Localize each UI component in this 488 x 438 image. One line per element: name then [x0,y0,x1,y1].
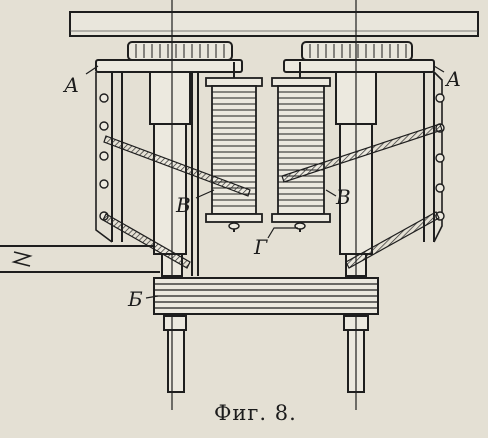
right-knob [301,41,413,61]
label-left-coil: В [175,193,191,217]
label-right-coil: В [335,185,351,209]
figure-caption: Фиг. 8. [214,401,297,425]
left-coil [205,62,263,232]
right-post [335,0,377,410]
right-coil [271,62,331,232]
label-contacts: Г [253,235,268,259]
twisted-wires [102,123,443,269]
label-pointers [85,65,445,299]
label-bundle: Б [127,287,143,311]
top-board [69,11,479,37]
label-right-frame: А [444,67,461,91]
wall-bracket [0,245,160,273]
label-left-frame: А [62,73,79,97]
left-knob [127,41,233,61]
wire-bundle [153,277,379,315]
